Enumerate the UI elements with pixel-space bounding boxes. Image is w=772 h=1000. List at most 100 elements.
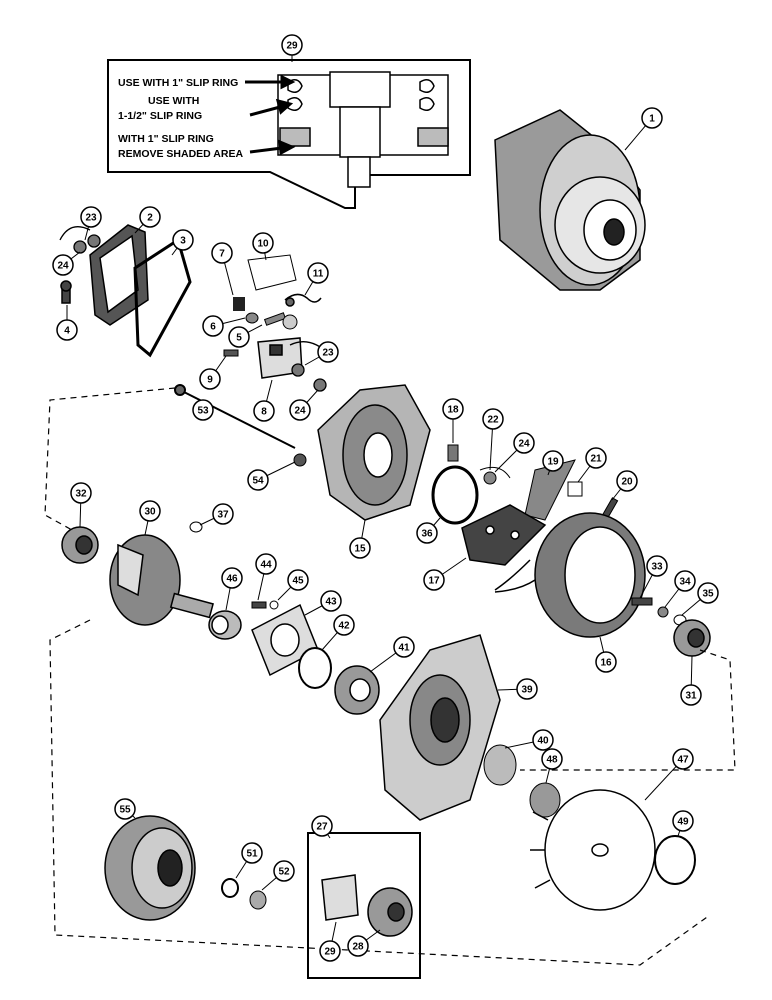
inset-line-2b: 1-1/2" SLIP RING (118, 110, 202, 122)
callout-number-53: 53 (197, 406, 209, 417)
callout-number-44: 44 (260, 560, 272, 571)
callout-number-16: 16 (600, 658, 612, 669)
callout-circle-55 (114, 798, 136, 820)
callout-circle-30 (139, 500, 161, 522)
callout-number-43: 43 (325, 597, 337, 608)
callout-circle-23 (317, 341, 339, 363)
callout-circle-23 (80, 206, 102, 228)
part-41-bearing (334, 665, 380, 715)
callout-circle-47 (672, 748, 694, 770)
callout-circle-29 (319, 940, 341, 962)
callout-circle-20 (616, 470, 638, 492)
part-3-gasket (133, 237, 192, 358)
callout-circle-24 (52, 254, 74, 276)
callout-number-4: 4 (64, 326, 70, 337)
callout-circle-5 (228, 326, 250, 348)
callout-circle-43 (320, 590, 342, 612)
part-45-washer (269, 600, 279, 610)
callout-number-40: 40 (537, 736, 549, 747)
part-33-screw (631, 597, 653, 606)
callout-circle-19 (542, 450, 564, 472)
callout-circle-27 (311, 815, 333, 837)
callout-number-30: 30 (144, 507, 156, 518)
part-51-washer (221, 878, 239, 898)
inset-line-3a: WITH 1" SLIP RING (118, 133, 214, 145)
callout-number-21: 21 (590, 454, 602, 465)
callout-number-45: 45 (292, 576, 304, 587)
callout-number-3: 3 (180, 236, 186, 247)
callout-circle-46 (221, 567, 243, 589)
part-49-washer (654, 835, 696, 885)
callout-circle-32 (70, 482, 92, 504)
part-39-drive-end-frame (379, 634, 501, 821)
callout-circle-51 (241, 842, 263, 864)
part-22-lead (479, 466, 511, 479)
callout-number-32: 32 (75, 489, 87, 500)
callout-number-20: 20 (621, 477, 633, 488)
callout-circle-2 (139, 206, 161, 228)
callout-number-11: 11 (313, 269, 324, 280)
callout-number-24: 24 (57, 261, 69, 272)
part-32-bearing (61, 526, 99, 564)
inset-line-2a: USE WITH (148, 95, 199, 107)
callout-circle-36 (416, 522, 438, 544)
part-31-bearing (673, 619, 711, 657)
callout-number-52: 52 (278, 867, 290, 878)
part-53-through-bolt (174, 384, 296, 449)
part-9-screw (223, 349, 239, 357)
callout-circle-16 (595, 651, 617, 673)
callout-circle-21 (585, 447, 607, 469)
part-24-washer-right (483, 471, 497, 485)
callout-circle-34 (674, 570, 696, 592)
part-18-spring (447, 444, 459, 462)
callout-circle-49 (672, 810, 694, 832)
callout-number-1: 1 (649, 114, 655, 125)
callout-circle-11 (307, 262, 329, 284)
part-11-lead-wire (284, 293, 322, 307)
assembly-dashed-lines (44, 387, 736, 966)
part-54-nut (293, 453, 307, 467)
callout-circle-39 (516, 678, 538, 700)
callout-number-42: 42 (338, 621, 350, 632)
callout-number-18: 18 (447, 405, 459, 416)
callout-number-8: 8 (261, 407, 267, 418)
callout-number-5: 5 (236, 333, 242, 344)
part-23-24-leads-top (59, 226, 101, 254)
callout-number-10: 10 (257, 239, 269, 250)
callout-circle-6 (202, 315, 224, 337)
callout-number-41: 41 (398, 643, 410, 654)
callout-number-28: 28 (352, 942, 364, 953)
callout-circle-3 (172, 229, 194, 251)
callout-number-17: 17 (428, 576, 440, 587)
callout-number-47: 47 (677, 755, 689, 766)
callout-circle-37 (212, 503, 234, 525)
callout-number-29: 29 (286, 41, 298, 52)
callout-number-24: 24 (518, 439, 530, 450)
callout-labels: 1234567891011151617181920212227282930313… (52, 34, 719, 962)
part-15-slip-ring-end-frame (317, 384, 431, 521)
part-1-alternator-assembly (494, 109, 646, 291)
callout-circle-18 (442, 398, 464, 420)
callout-circle-31 (680, 684, 702, 706)
part-55-pulley (104, 815, 196, 921)
callout-circle-48 (541, 748, 563, 770)
part-2-end-cover (89, 224, 149, 326)
part-7-brush (233, 297, 245, 311)
callout-circle-40 (532, 729, 554, 751)
callout-circle-1 (641, 107, 663, 129)
part-42-washer (298, 647, 332, 689)
callout-circle-52 (273, 860, 295, 882)
callout-number-55: 55 (119, 805, 131, 816)
part-10-label-plate (247, 254, 297, 291)
part-46-collar (208, 610, 242, 640)
part-37-spacer (189, 521, 203, 533)
part-40-spacer (483, 744, 517, 786)
part-48-collar (529, 782, 561, 818)
callout-circle-9 (199, 368, 221, 390)
callout-circle-53 (192, 399, 214, 421)
callout-circle-24 (513, 432, 535, 454)
callout-number-36: 36 (421, 529, 433, 540)
callout-number-27: 27 (316, 822, 328, 833)
callout-number-49: 49 (677, 817, 689, 828)
callout-circle-28 (347, 935, 369, 957)
